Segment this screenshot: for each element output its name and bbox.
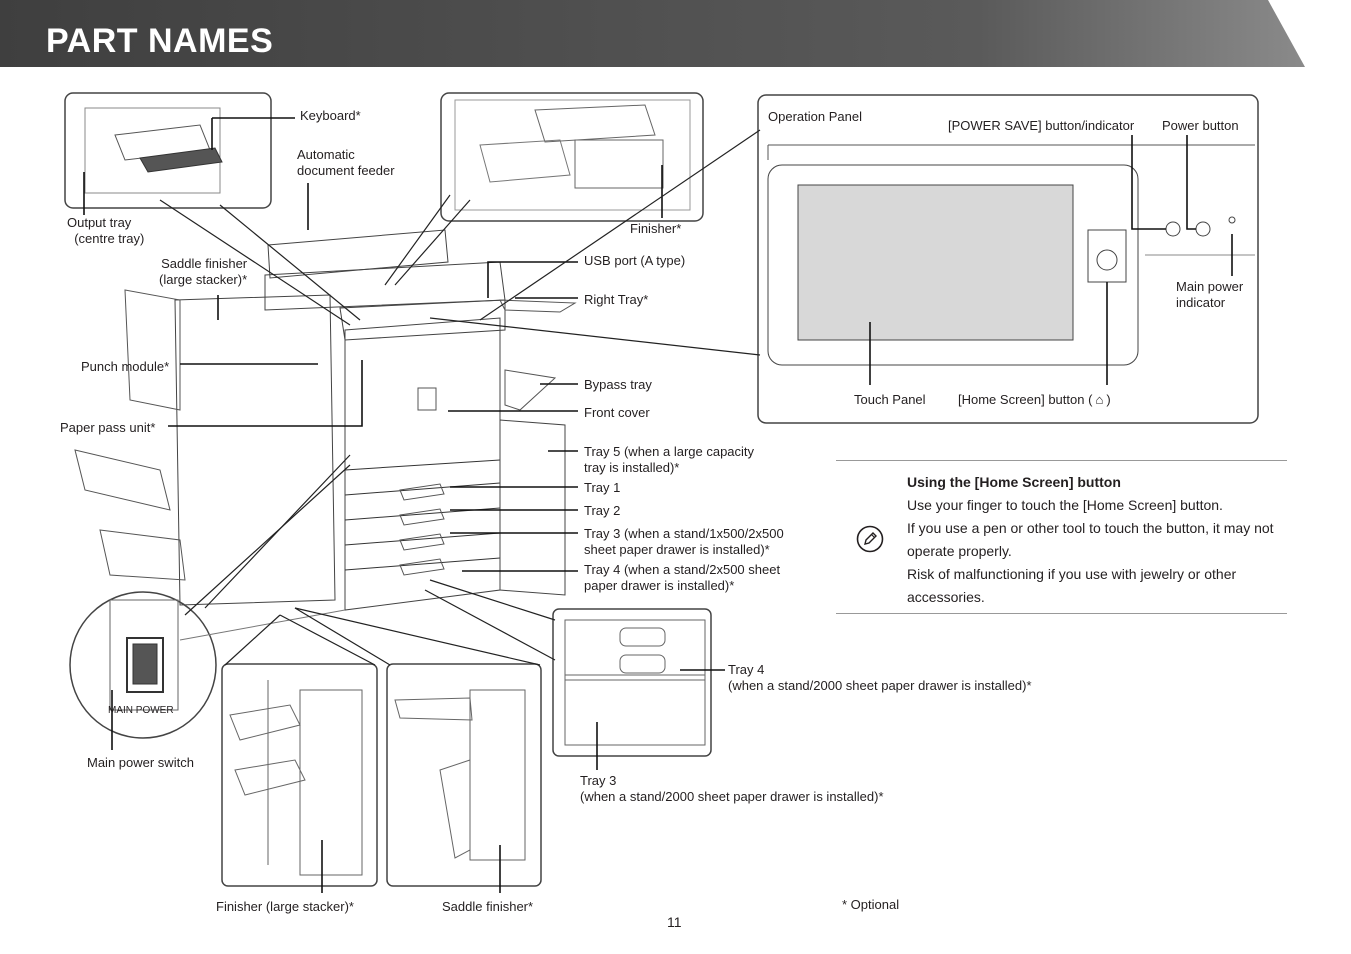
label-main-power-text: MAIN POWER xyxy=(108,705,174,716)
label-right-tray: Right Tray* xyxy=(584,292,649,307)
label-main-power-switch: Main power switch xyxy=(87,755,194,770)
label-tray-3: Tray 3 (when a stand/1x500/2x500 sheet p… xyxy=(584,526,784,557)
label-tray-3-2000: Tray 3 (when a stand/2000 sheet paper dr… xyxy=(580,773,884,804)
label-finisher-large-stacker: Finisher (large stacker)* xyxy=(216,899,354,914)
inset-2000-drawer xyxy=(552,608,712,757)
label-touch-panel: Touch Panel xyxy=(854,392,926,407)
label-usb-port: USB port (A type) xyxy=(584,253,686,268)
label-punch-module: Punch module* xyxy=(81,359,170,374)
label-keyboard: Keyboard* xyxy=(300,108,361,123)
inset-keyboard xyxy=(64,92,272,209)
header-background xyxy=(0,0,1305,67)
optional-footnote: * Optional xyxy=(842,897,900,912)
note-box: Using the [Home Screen] button Use your … xyxy=(836,460,1287,614)
label-operation-panel: Operation Panel xyxy=(768,109,862,124)
label-saddle-finisher: Saddle finisher* xyxy=(442,899,534,914)
label-automatic-document-feeder: Automatic document feeder xyxy=(297,147,395,178)
label-home-screen-end: ) xyxy=(1106,392,1111,407)
inset-finisher-large xyxy=(221,663,378,887)
label-bypass-tray: Bypass tray xyxy=(584,377,652,392)
note-line-1: Use your finger to touch the [Home Scree… xyxy=(907,497,1223,513)
label-paper-pass-unit: Paper pass unit* xyxy=(60,420,156,435)
note-title: Using the [Home Screen] button xyxy=(907,474,1121,490)
home-icon: ⌂ xyxy=(1095,392,1104,407)
label-tray-4: Tray 4 (when a stand/2x500 sheet paper d… xyxy=(584,562,781,593)
inset-saddle-finisher xyxy=(386,663,542,887)
label-saddle-finisher-large-stacker: Saddle finisher (large stacker)* xyxy=(159,256,248,287)
inset-operation-panel xyxy=(757,94,1259,424)
label-power-button: Power button xyxy=(1162,118,1239,133)
label-front-cover: Front cover xyxy=(584,405,650,420)
note-line-3: Risk of malfunctioning if you use with j… xyxy=(907,566,1237,605)
header-bar: PART NAMES xyxy=(0,0,1351,67)
note-line-2: If you use a pen or other tool to touch … xyxy=(907,520,1274,559)
inset-finisher xyxy=(440,92,704,222)
page-number: 11 xyxy=(667,914,682,930)
note-body: Using the [Home Screen] button Use your … xyxy=(907,471,1277,609)
label-tray-2: Tray 2 xyxy=(584,503,621,518)
label-main-power-indicator: Main power indicator xyxy=(1176,279,1244,310)
label-tray-1: Tray 1 xyxy=(584,480,621,495)
label-tray-5: Tray 5 (when a large capacity tray is in… xyxy=(584,444,755,475)
label-output-tray: Output tray (centre tray) xyxy=(67,215,145,246)
label-finisher: Finisher* xyxy=(630,221,682,236)
label-tray-4-2000: Tray 4 (when a stand/2000 sheet paper dr… xyxy=(728,662,1032,693)
label-home-screen-text: [Home Screen] button ( xyxy=(958,392,1093,407)
pencil-note-icon xyxy=(856,525,884,553)
page-title: PART NAMES xyxy=(46,22,274,60)
label-power-save-button: [POWER SAVE] button/indicator xyxy=(948,118,1135,133)
inset-main-power xyxy=(69,591,217,739)
label-home-screen-button: [Home Screen] button (⌂) xyxy=(958,392,1111,408)
